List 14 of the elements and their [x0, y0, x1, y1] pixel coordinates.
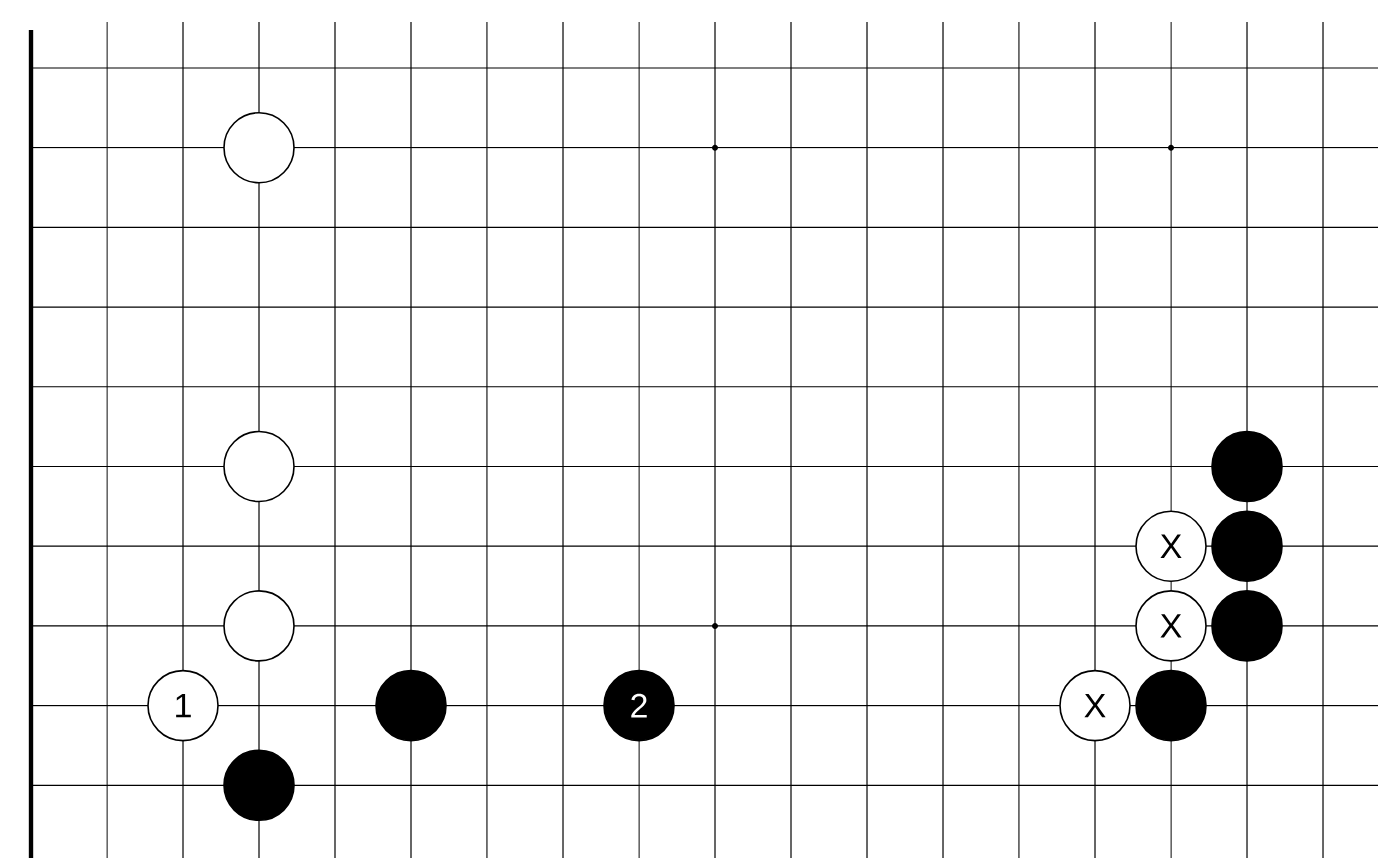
go-stone [223, 430, 295, 503]
go-stone: X [1059, 669, 1131, 742]
go-stone [1135, 669, 1207, 742]
go-stone: 2 [603, 669, 675, 742]
go-stone [1211, 430, 1283, 503]
go-stone [223, 590, 295, 662]
go-stone: X [1135, 510, 1207, 582]
go-stone [1211, 510, 1283, 582]
go-stone [223, 111, 295, 184]
go-stone: X [1135, 590, 1207, 662]
go-stone [375, 669, 447, 742]
go-stone: 1 [147, 669, 219, 742]
go-stone [1211, 590, 1283, 662]
go-stone [223, 749, 295, 822]
